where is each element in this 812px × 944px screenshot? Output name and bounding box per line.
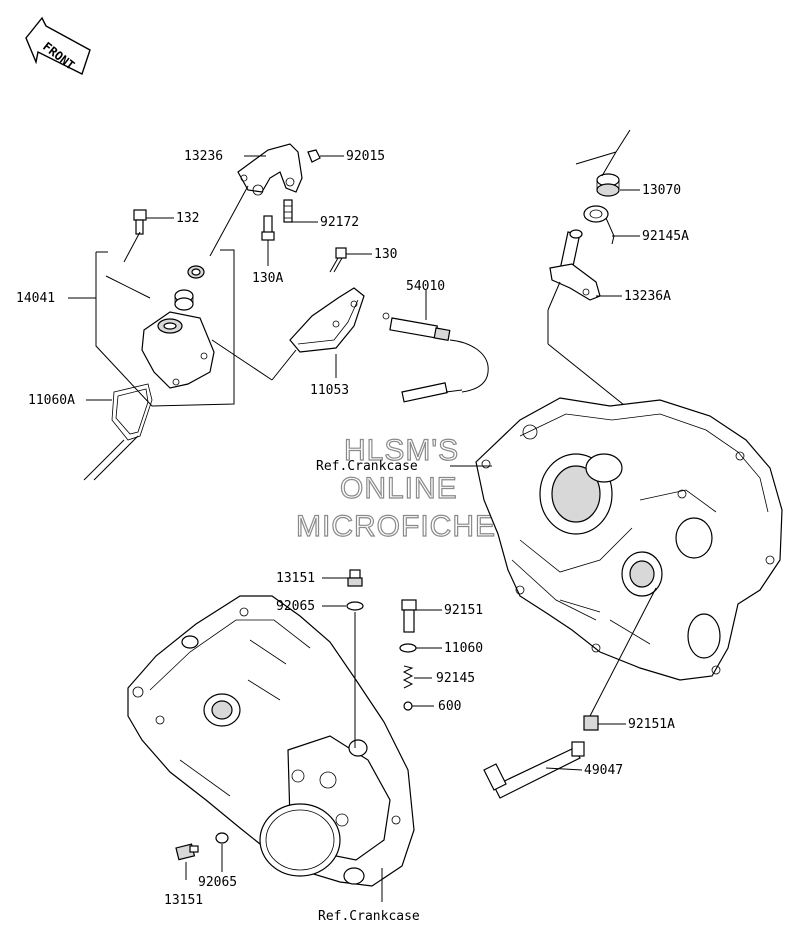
ball-600	[403, 701, 413, 711]
label-13151-top: 13151	[276, 571, 315, 586]
sensor-54010	[382, 312, 489, 403]
label-13236A: 13236A	[624, 289, 671, 304]
leader-lines	[68, 155, 657, 902]
label-92172: 92172	[320, 215, 359, 230]
label-11060A: 11060A	[28, 393, 75, 408]
bolt-132	[133, 209, 147, 235]
bolt-92015	[307, 149, 321, 163]
label-14041: 14041	[16, 291, 55, 306]
label-130A: 130A	[252, 271, 283, 286]
sensor-13151-top	[347, 569, 363, 587]
bolt-92172	[283, 199, 293, 223]
guard-11053	[289, 287, 365, 353]
label-ref-crankcase-1: Ref.Crankcase	[316, 459, 418, 474]
collar	[174, 289, 194, 311]
label-11060: 11060	[444, 641, 483, 656]
label-92145A: 92145A	[642, 229, 689, 244]
bracket-13236	[237, 143, 303, 196]
shift-lever-13236A	[549, 229, 601, 301]
watermark-line2: ONLINE	[340, 472, 458, 505]
label-92065-top: 92065	[276, 599, 315, 614]
guide-lines-upper-left	[83, 185, 297, 481]
label-92151: 92151	[444, 603, 483, 618]
crankcase-left	[127, 595, 415, 887]
collar-13070	[596, 173, 620, 197]
watermark-line1: HLSM'S	[344, 434, 459, 467]
shift-shaft-49047	[483, 741, 585, 799]
bolt-130	[329, 247, 347, 273]
washer-92065-top	[346, 601, 364, 611]
part-labels: 13236 92015 132 92172 130A 130 14041 540…	[16, 149, 689, 924]
cover-14041	[141, 311, 215, 389]
watermark: HLSM'S ONLINE MICROFICHE	[295, 433, 496, 543]
washer-11060	[399, 643, 417, 653]
watermark-line3: MICROFICHE	[296, 510, 496, 543]
plug-92151	[401, 599, 417, 633]
label-54010: 54010	[406, 279, 445, 294]
plug-92151A	[583, 715, 599, 731]
label-13151-bottom: 13151	[164, 893, 203, 908]
label-13070: 13070	[642, 183, 681, 198]
label-92151A: 92151A	[628, 717, 675, 732]
label-11053: 11053	[310, 383, 349, 398]
oil-seal	[187, 265, 205, 279]
label-ref-crankcase-2: Ref.Crankcase	[318, 909, 420, 924]
spring-92145	[402, 665, 414, 689]
label-92015: 92015	[346, 149, 385, 164]
sensor-13151-bottom	[175, 843, 199, 861]
label-132: 132	[176, 211, 199, 226]
label-92145: 92145	[436, 671, 475, 686]
front-arrow-icon: FRONT	[25, 16, 91, 75]
gasket-11060A	[111, 383, 153, 441]
label-92065-bottom: 92065	[198, 875, 237, 890]
label-130: 130	[374, 247, 397, 262]
bolt-130A	[261, 215, 275, 241]
washer-92065-bottom	[215, 832, 229, 844]
label-13236: 13236	[184, 149, 223, 164]
label-600: 600	[438, 699, 461, 714]
spring-92145A	[583, 205, 615, 245]
label-49047: 49047	[584, 763, 623, 778]
crankcase-right	[475, 397, 783, 681]
